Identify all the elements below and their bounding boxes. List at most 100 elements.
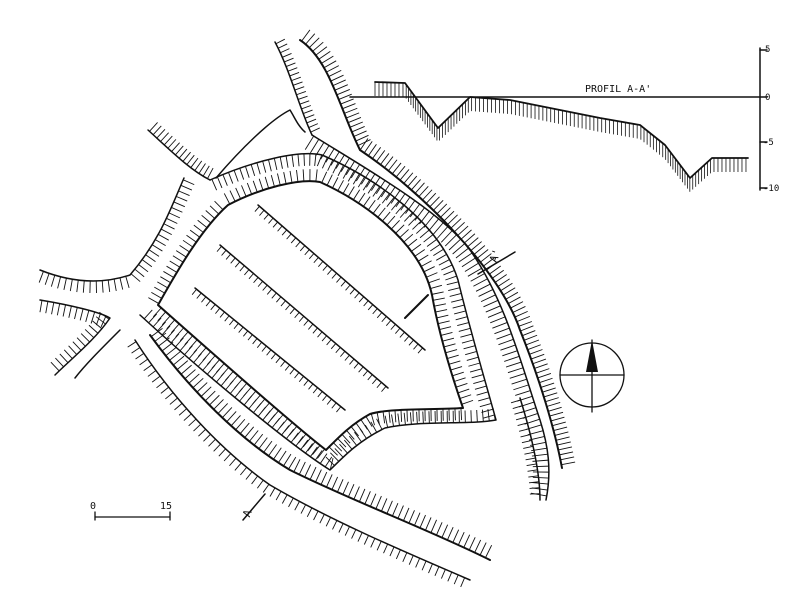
hatch-stroke: [337, 438, 347, 448]
hatch-stroke: [194, 160, 203, 171]
hatch-stroke: [526, 463, 537, 467]
hatch-stroke: [534, 363, 548, 369]
hatch-stroke: [463, 534, 471, 548]
hatch-stroke: [458, 327, 471, 332]
hatch-stroke: [397, 413, 400, 426]
hatch-stroke: [345, 284, 351, 291]
hatch-stroke: [470, 241, 482, 251]
hatch-stroke: [515, 416, 526, 421]
hatch-stroke: [150, 327, 163, 337]
hatch-stroke: [385, 186, 396, 201]
hatch-stroke: [213, 399, 224, 410]
hatch-stroke: [415, 558, 421, 568]
hatch-stroke: [481, 409, 484, 422]
hatch-stroke: [423, 214, 435, 228]
hatch-stroke: [527, 469, 538, 472]
hatch-stroke: [394, 410, 397, 423]
hatch-stroke: [434, 566, 440, 577]
hatch-stroke: [435, 309, 448, 313]
hatch-stroke: [247, 334, 253, 341]
section-label-a-prime: A': [487, 247, 504, 264]
hatch-stroke: [294, 312, 300, 319]
hatch-stroke: [328, 69, 342, 77]
hatch-stroke: [180, 364, 192, 375]
hatch-stroke: [425, 192, 437, 204]
hatch-stroke: [197, 357, 207, 367]
hatch-stroke: [425, 517, 432, 531]
hatch-stroke: [474, 539, 482, 553]
hatch-stroke: [353, 486, 360, 500]
hatch-stroke: [330, 343, 337, 350]
hatch-stroke: [426, 272, 438, 278]
hatch-stroke: [276, 296, 282, 303]
hatch-stroke: [244, 269, 250, 276]
scale-start-label: 0: [90, 501, 96, 512]
hatch-stroke: [466, 356, 479, 361]
hatch-stroke: [358, 296, 365, 303]
hatch-stroke: [397, 505, 404, 519]
hatch-stroke: [409, 203, 421, 218]
hatch-stroke: [337, 165, 344, 177]
hatch-stroke: [257, 406, 266, 417]
hatch-stroke: [292, 81, 303, 86]
hatch-stroke: [302, 437, 312, 448]
hatch-stroke: [445, 349, 458, 354]
hatch-stroke: [386, 196, 395, 207]
north-arrow-icon: [559, 339, 625, 413]
hatch-stroke: [487, 409, 490, 422]
hatch-stroke: [175, 250, 187, 258]
hatch-stroke: [492, 408, 496, 421]
section-marker-a: A: [240, 493, 266, 521]
hatch-stroke: [101, 280, 104, 293]
hatch-stroke: [335, 347, 341, 354]
hatch-stroke: [408, 339, 414, 346]
hatch-stroke: [404, 212, 413, 222]
hatch-stroke: [95, 316, 106, 325]
hatch-stroke: [388, 159, 398, 171]
hatch-stroke: [221, 407, 233, 418]
hatch-stroke: [326, 174, 333, 186]
hatch-stroke: [312, 327, 318, 334]
hatch-stroke: [505, 291, 519, 300]
hatch-stroke: [331, 402, 337, 409]
hatch-stroke: [243, 395, 253, 406]
hatch-stroke: [169, 260, 181, 268]
hatch-stroke: [289, 170, 293, 183]
hatch-stroke: [319, 514, 325, 524]
hatch-stroke: [130, 273, 141, 282]
hatch-stroke: [510, 399, 521, 404]
hatch-stroke: [235, 418, 246, 431]
hatch-stroke: [333, 442, 343, 452]
hatch-stroke: [303, 109, 313, 115]
hatch-stroke: [367, 374, 373, 381]
hatch-stroke: [422, 411, 424, 424]
hatch-stroke: [505, 361, 522, 368]
hatch-stroke: [298, 376, 304, 383]
hatch-stroke: [419, 514, 426, 529]
hatch-stroke: [450, 218, 462, 229]
hatch-stroke: [56, 303, 61, 316]
hatch-stroke: [344, 107, 358, 114]
hatch-stroke: [154, 286, 165, 294]
hatch-stroke: [359, 428, 367, 439]
hatch-stroke: [391, 502, 399, 517]
hatch-stroke: [381, 193, 390, 204]
hatch-stroke: [321, 157, 328, 169]
hatch-stroke: [320, 145, 330, 160]
hatch-stroke: [273, 158, 278, 171]
hatch-stroke: [447, 571, 453, 582]
hatch-stroke: [561, 461, 576, 466]
hatch-stroke: [537, 373, 552, 379]
hatch-stroke: [530, 441, 546, 446]
hatch-stroke: [411, 243, 422, 252]
hatch-stroke: [395, 204, 404, 215]
hatch-stroke: [277, 225, 283, 232]
hatch-stroke: [441, 264, 453, 271]
hatch-stroke: [134, 268, 145, 278]
hatch-stroke: [230, 415, 241, 427]
hatch-stroke: [288, 456, 297, 470]
hatch-stroke: [357, 176, 365, 188]
hatch-stroke: [277, 173, 281, 186]
hatch-stroke: [160, 132, 169, 142]
hatch-stroke: [342, 183, 350, 194]
